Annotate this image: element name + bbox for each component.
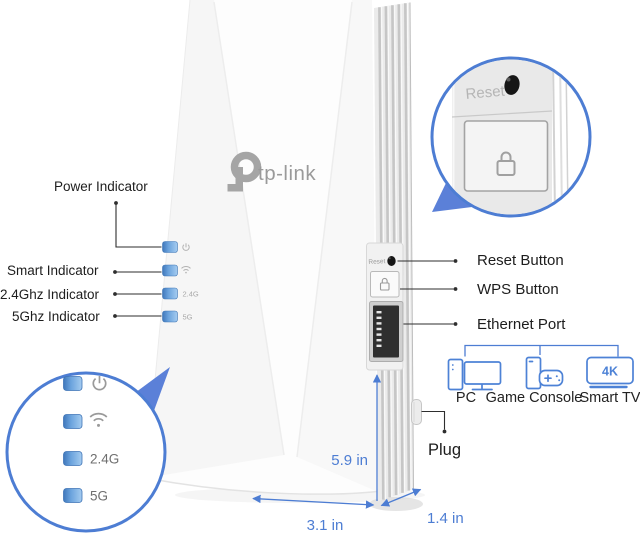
zoom-wps-button <box>463 120 549 192</box>
power-icon <box>182 243 190 251</box>
zoom-circle-reset-tail <box>432 183 472 212</box>
right-callout-lines <box>397 259 458 326</box>
zoom-smart-led <box>63 412 108 429</box>
plug-nub <box>411 399 422 425</box>
device-label-game-console: Game Console <box>485 390 583 406</box>
front-shade-left <box>146 0 284 478</box>
zoom-band5-label: 5G <box>90 489 108 504</box>
callout-label-reset-button: Reset Button <box>477 251 564 269</box>
zoom-reset-label: Reset <box>465 83 506 103</box>
front-crease-left <box>213 1 285 456</box>
dimension-depth-label: 1.4 in <box>427 509 464 527</box>
callout-label-plug: Plug <box>428 441 462 459</box>
dimension-height-label: 5.9 in <box>331 452 368 469</box>
power-led <box>162 241 190 253</box>
band5-led-label: 5G <box>183 313 193 322</box>
led-strip: 2.4G 5G <box>162 241 199 323</box>
device-label-smart-tv: Smart TV <box>579 390 640 406</box>
brand-logo: tp-link <box>227 151 316 192</box>
callout-label-smart-indicator: Smart Indicator <box>7 263 99 278</box>
front-crease-right <box>296 1 353 458</box>
reset-pinhole-icon <box>387 256 396 266</box>
wifi-icon <box>89 412 108 427</box>
reset-micro-label: Reset <box>368 258 386 266</box>
smart-led <box>162 264 191 277</box>
zoom-band24-label: 2.4G <box>90 452 119 467</box>
wifi-icon <box>181 266 191 274</box>
connected-devices: 4K <box>447 344 634 391</box>
pc-icon <box>447 358 502 391</box>
band5-led: 5G <box>162 310 193 323</box>
callout-label-wps-button: WPS Button <box>477 280 559 298</box>
dimension-annotations <box>252 374 422 509</box>
callout-label-ethernet-port: Ethernet Port <box>477 315 566 333</box>
device-label-pc: PC <box>455 390 477 406</box>
game-console-icon <box>525 356 564 390</box>
zoom-band24-led: 2.4G <box>63 451 119 467</box>
side-controls: Reset <box>366 242 404 371</box>
smart-tv-icon: 4K <box>586 356 634 389</box>
dimension-width-label: 3.1 in <box>306 517 344 534</box>
brand-logo-text: tp-link <box>258 162 316 185</box>
zoom-circle-reset: Reset <box>430 56 592 218</box>
extender-device: Reset <box>145 0 425 511</box>
power-icon <box>92 376 107 391</box>
smart-tv-4k-badge: 4K <box>602 365 618 379</box>
band24-led-label: 2.4G <box>183 290 199 299</box>
zoom-power-led <box>63 376 107 391</box>
lock-icon <box>379 277 390 291</box>
front-bottom-edge <box>145 477 378 495</box>
wps-button <box>370 271 400 298</box>
left-callout-lines <box>113 201 162 318</box>
zoom-circle-leds: 2.4G 5G <box>5 367 170 533</box>
dimension-width-line <box>252 494 375 509</box>
devices-bracket <box>464 344 619 357</box>
front-shade-right <box>297 0 377 492</box>
zoom-band5-led: 5G <box>63 488 108 504</box>
lock-icon <box>496 151 516 176</box>
ethernet-port <box>369 301 404 362</box>
band24-led: 2.4G <box>162 287 199 300</box>
callout-label-24ghz-indicator: 2.4Ghz Indicator <box>0 286 100 302</box>
callout-label-power-indicator: Power Indicator <box>54 179 148 194</box>
callout-label-5ghz-indicator: 5Ghz Indicator <box>12 308 100 324</box>
tp-link-logo-icon <box>227 151 262 192</box>
plug-callout-line <box>421 410 447 434</box>
dimension-depth-line <box>380 488 422 507</box>
